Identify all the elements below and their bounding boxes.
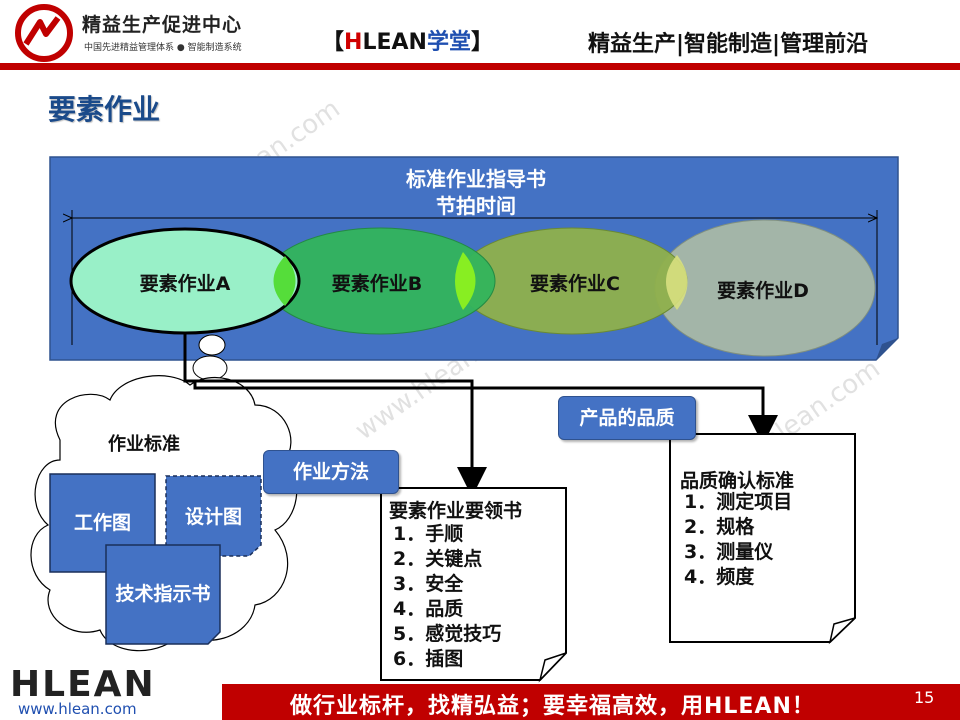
cloud-title: 作业标准 — [108, 434, 180, 455]
footer-logo: HLEAN — [10, 664, 156, 705]
banner-subtitle: 节拍时间 — [436, 194, 516, 218]
list-item: 1．手顺 — [393, 523, 464, 545]
page-title: 要素作业 — [48, 93, 161, 126]
points-document-list: 1．手顺 2．关键点 3．安全 4．品质 5．感觉技巧 6．插图 — [393, 522, 501, 672]
page-number: 15 — [914, 688, 935, 707]
element-work-d-label: 要素作业D — [717, 280, 809, 302]
list-item: 2．规格 — [684, 516, 755, 538]
quality-document-list: 1．测定项目 2．规格 3．测量仪 4．频度 — [684, 490, 792, 590]
product-quality-label: 产品的品质 — [558, 396, 696, 440]
work-standard-cloud — [30, 375, 298, 652]
footer-bar — [222, 684, 960, 720]
drawing-doc-label: 工作图 — [73, 512, 131, 534]
list-item: 5．感觉技巧 — [393, 623, 502, 645]
points-document-title: 要素作业要领书 — [389, 500, 523, 522]
logo-title: 精益生产促进中心 — [82, 14, 243, 36]
logo-subtitle: 中国先进精益管理体系 ● 智能制造系统 — [84, 43, 242, 53]
banner-title: 标准作业指导书 — [406, 167, 546, 191]
quality-document-title: 品质确认标准 — [680, 470, 795, 492]
header-divider — [0, 63, 960, 70]
element-work-c-label: 要素作业C — [530, 273, 620, 295]
tech-instruction-doc-shape — [105, 544, 221, 645]
brand-name: 【HLEAN学堂】 — [322, 30, 493, 55]
element-work-a-label: 要素作业A — [139, 273, 231, 295]
work-method-label: 作业方法 — [263, 450, 399, 494]
list-item: 6．插图 — [393, 648, 464, 670]
list-item: 3．测量仪 — [684, 541, 774, 563]
list-item: 4．品质 — [393, 598, 464, 620]
element-work-b-label: 要素作业B — [331, 273, 423, 295]
list-item: 4．频度 — [684, 566, 755, 588]
footer-slogan: 做行业标杆，找精弘益；要幸福高效，用HLEAN！ — [290, 694, 815, 719]
design-doc-shape — [165, 475, 262, 557]
list-item: 3．安全 — [393, 573, 464, 595]
header-tagline: 精益生产|智能制造|管理前沿 — [588, 32, 869, 57]
footer-url[interactable]: www.hlean.com — [18, 700, 137, 718]
company-logo — [15, 4, 73, 62]
tech-instruction-doc-label: 技术指示书 — [115, 583, 211, 605]
list-item: 1．测定项目 — [684, 491, 793, 513]
design-doc-label: 设计图 — [184, 506, 242, 528]
list-item: 2．关键点 — [393, 548, 483, 570]
